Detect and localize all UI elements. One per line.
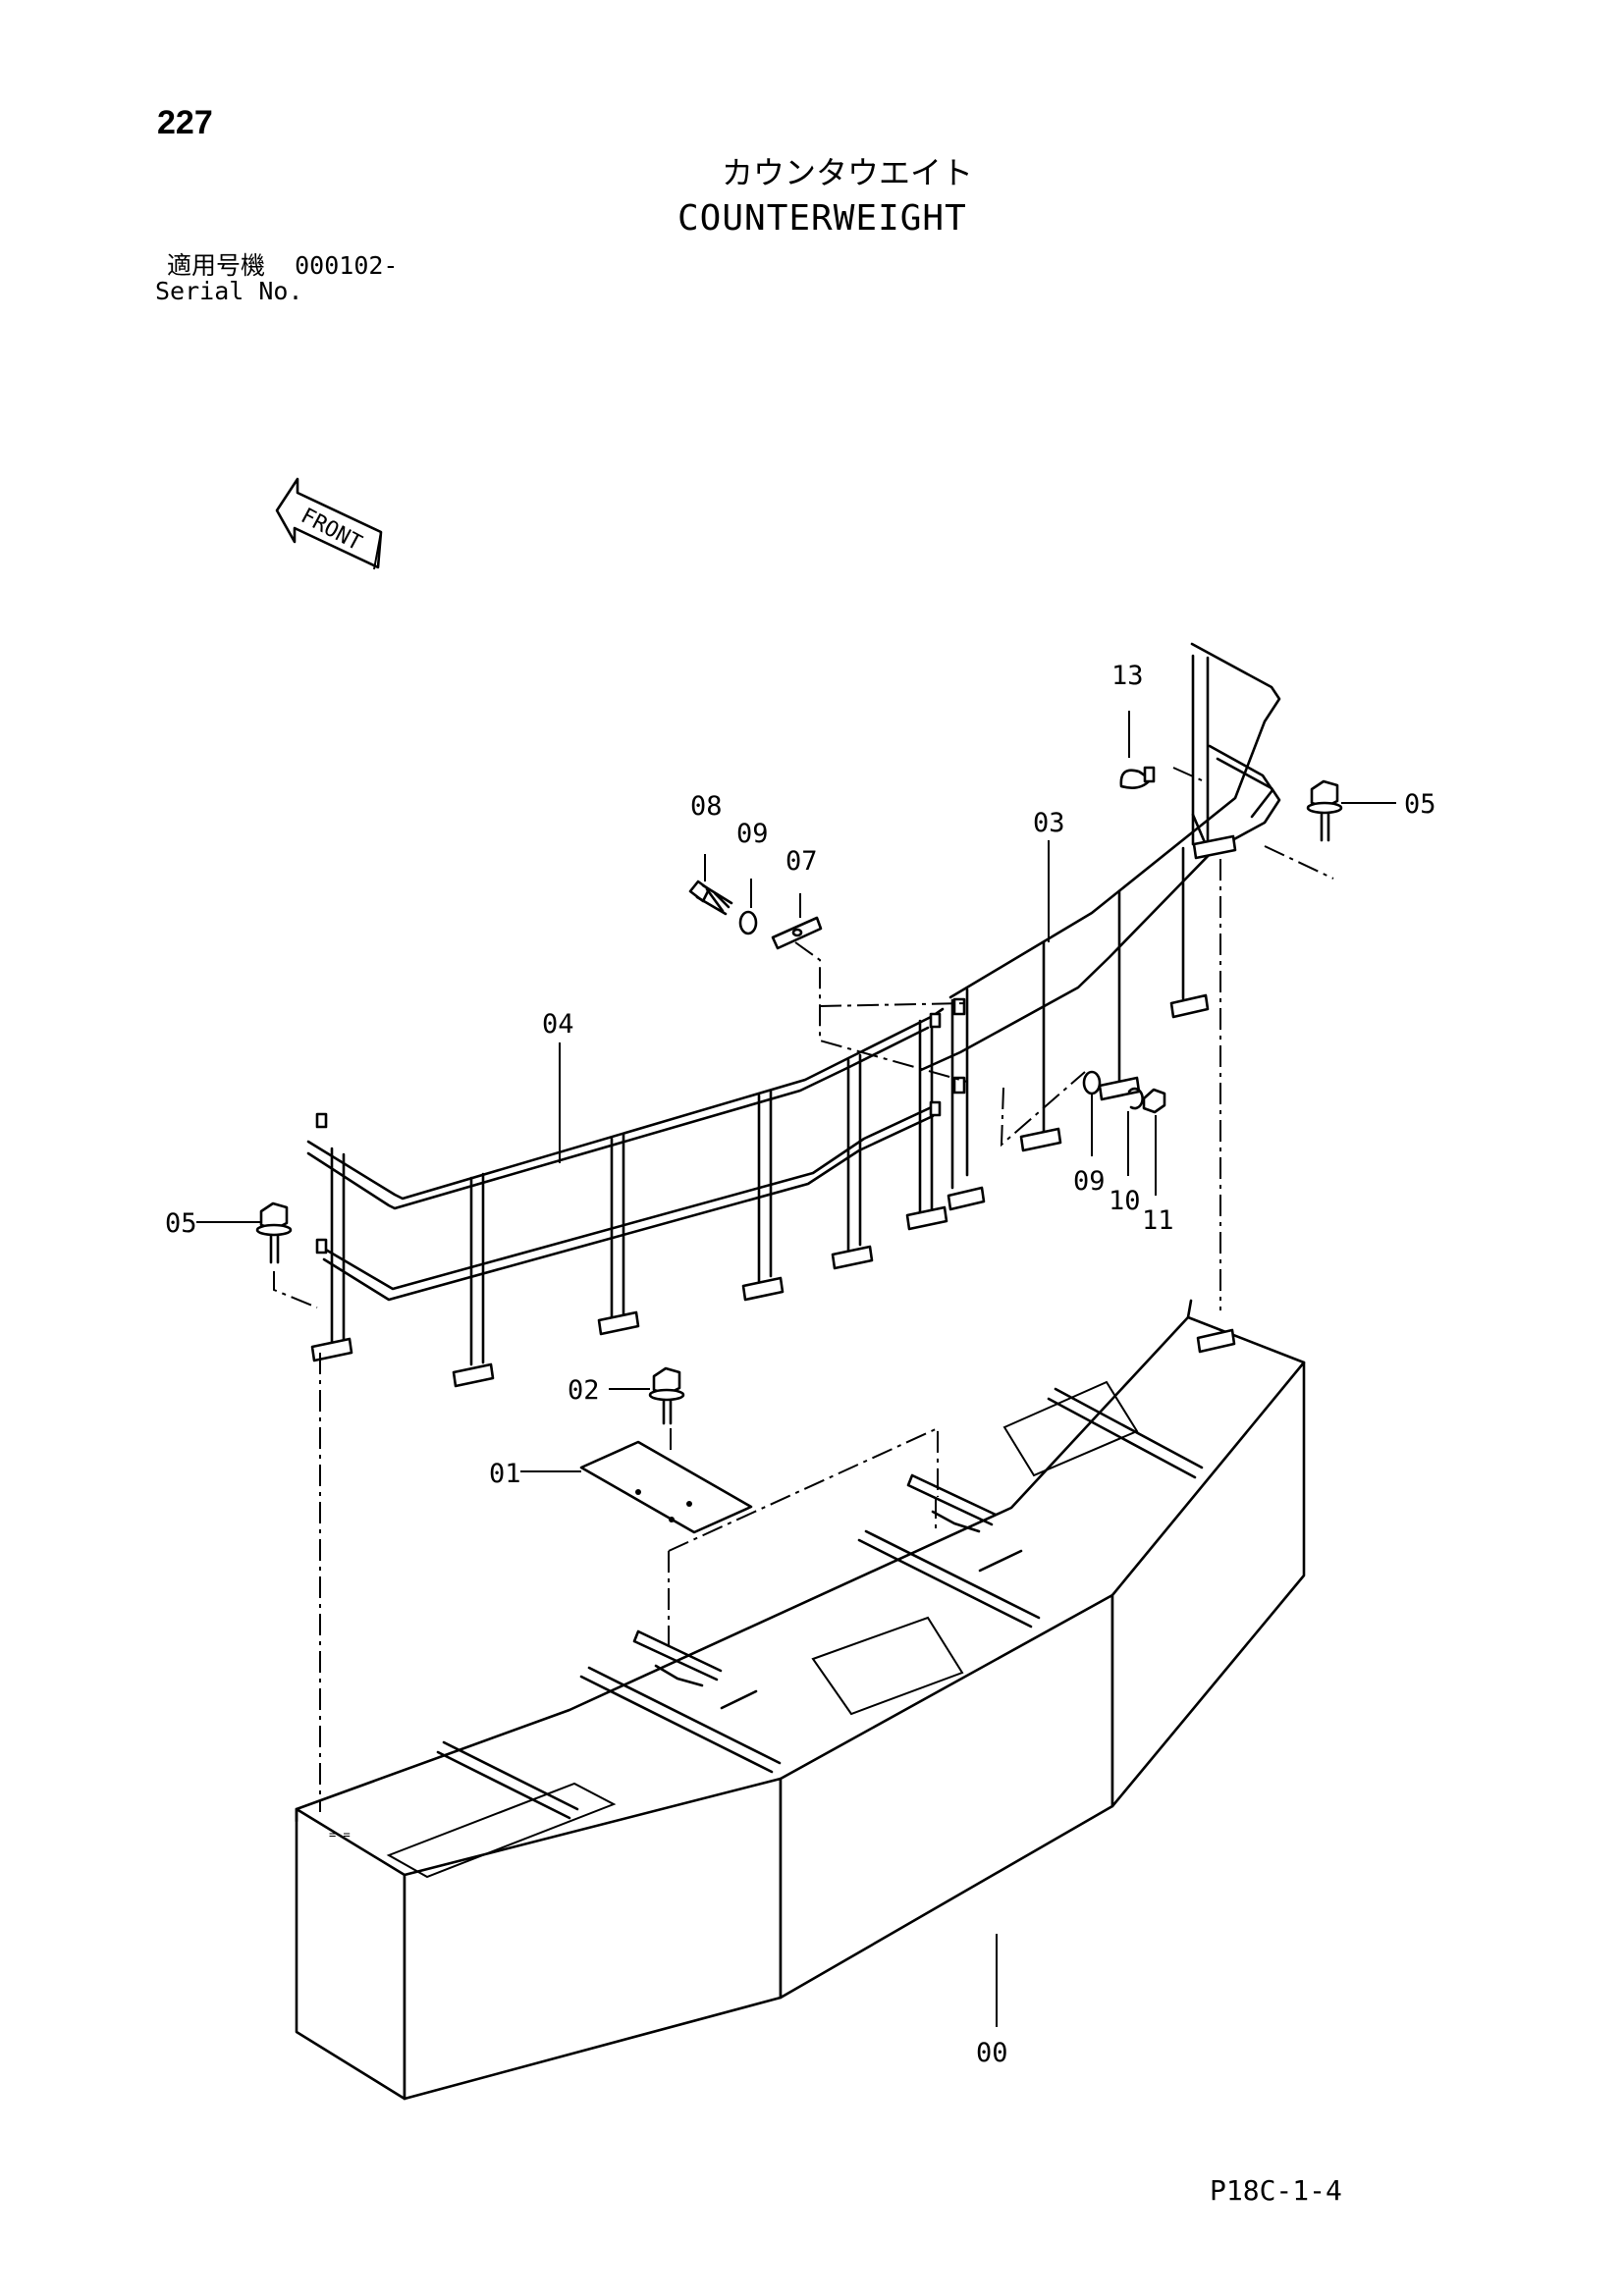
callout-labels: 00 01 02 03 04 05 05 07 08 09 09 10 11 1… [165,661,1436,2068]
callout-08: 08 [690,791,723,822]
callout-09-lower: 09 [1073,1166,1106,1197]
bolt-08-icon [688,880,733,916]
footer-code: P18C-1-4 [1210,2174,1342,2207]
rail-base-plates [310,834,1237,1388]
serial-label-japanese: 適用号機 [167,251,266,280]
nut-11-icon [1142,1088,1166,1114]
callout-13: 13 [1111,661,1144,691]
callout-07: 07 [785,846,818,877]
callout-10: 10 [1109,1186,1141,1216]
callout-00: 00 [976,2038,1008,2068]
callout-03: 03 [1033,808,1065,838]
cover-plate [579,1440,753,1534]
svg-text:= =: = = [329,1828,351,1842]
callout-09-upper: 09 [736,819,769,849]
callout-05-right: 05 [1404,789,1436,820]
page-title: COUNTERWEIGHT [677,198,967,239]
serial-line: 適用号機 000102- [167,253,398,278]
serial-label: Serial No. [155,277,303,305]
callout-02: 02 [568,1375,600,1406]
serial-value: 000102- [295,251,399,280]
callout-04: 04 [542,1009,574,1040]
washer-09-upper-icon [738,910,758,935]
callout-05-left: 05 [165,1208,197,1239]
plate-07-icon [771,916,823,950]
bolt-02-icon [648,1366,685,1425]
bolt-05-right-icon [1306,779,1343,842]
callout-11: 11 [1142,1205,1174,1236]
page-title-japanese: カウンタウエイト [722,154,974,191]
callout-01: 01 [489,1459,521,1489]
cap-13-icon [1119,766,1156,789]
handrail-rear [919,642,1281,1190]
counterweight-body: = = [295,1299,1306,2101]
leader-lines [196,711,1396,2027]
bolt-05-left-icon [255,1201,293,1264]
handrail-front [306,997,966,1366]
lock-washer-10-icon [1127,1087,1144,1110]
washer-09-lower-icon [1082,1070,1102,1095]
alignment-lines [273,767,1334,1812]
fasteners [255,766,1343,1425]
page-number: 227 [157,104,213,141]
front-arrow-icon: FRONT [275,477,383,570]
